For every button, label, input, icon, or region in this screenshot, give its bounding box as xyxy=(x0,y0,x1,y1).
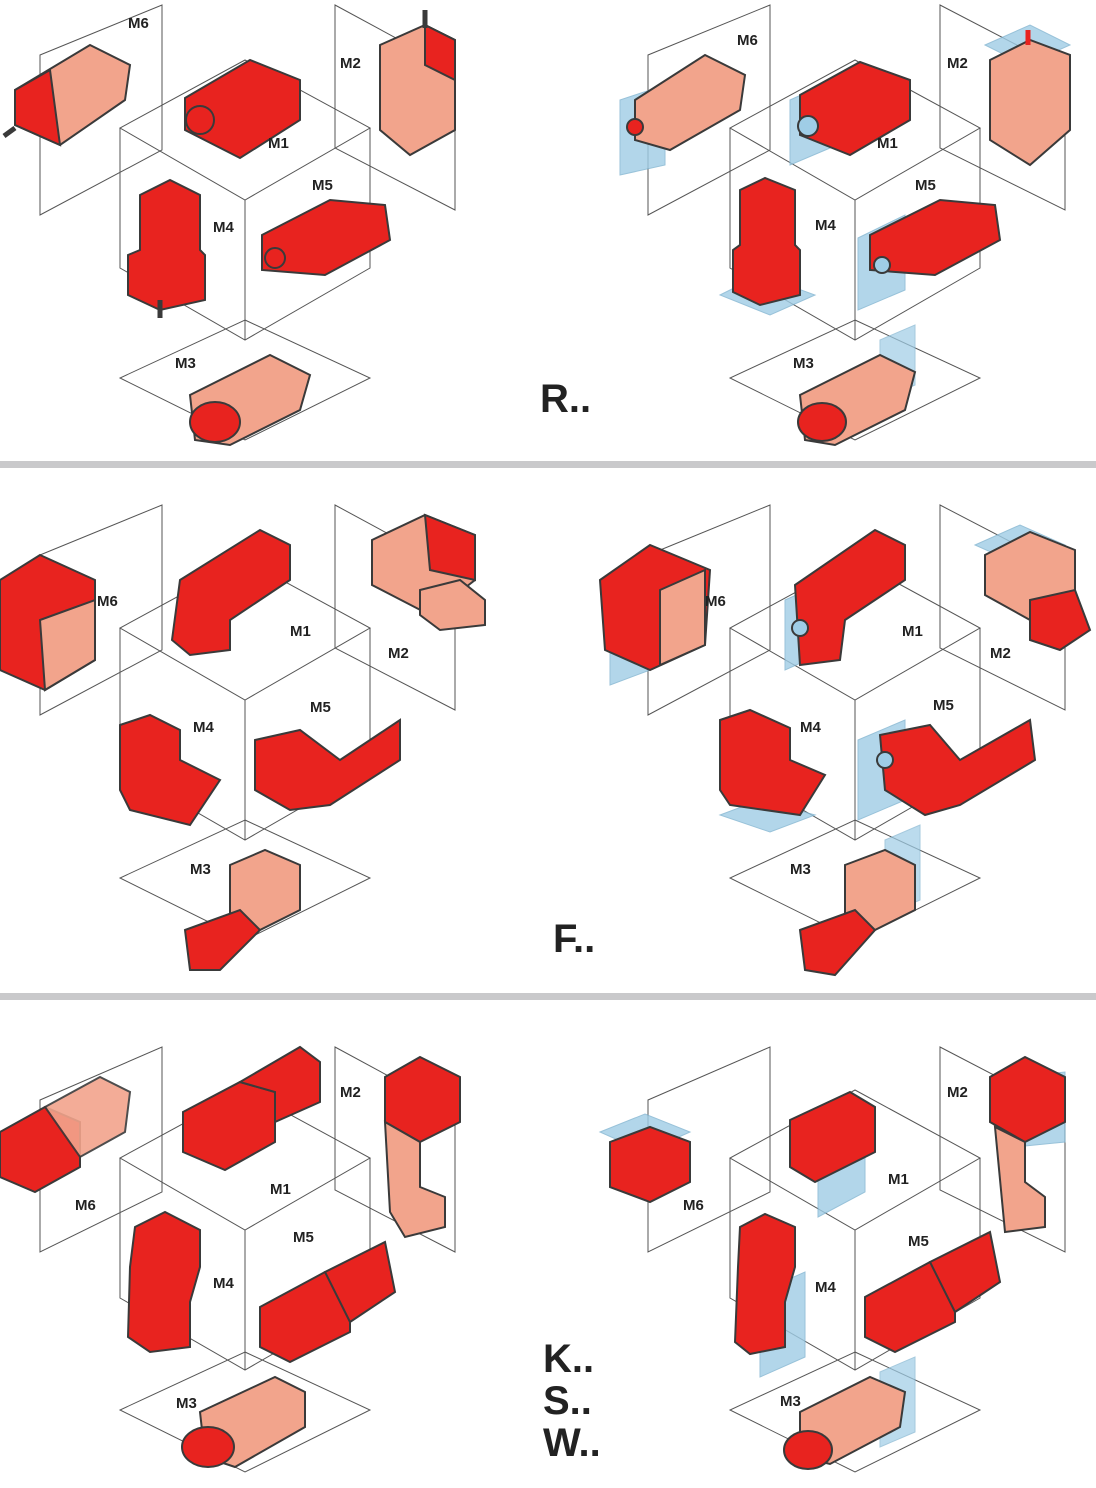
gear-unit-m3 xyxy=(188,353,312,447)
label-m2-left: M2 xyxy=(340,55,361,72)
gear-unit-m1 xyxy=(184,58,301,160)
flange-unit-m4 xyxy=(733,1212,806,1378)
label-m3-left: M3 xyxy=(190,861,211,878)
label-m6-right: M6 xyxy=(737,32,758,49)
flange-unit-m1 xyxy=(789,60,911,166)
label-m5-left: M5 xyxy=(293,1229,314,1246)
flange-unit-m1 xyxy=(784,528,906,671)
gear-unit-m5 xyxy=(259,1240,397,1364)
label-m4-left: M4 xyxy=(213,219,234,236)
f-series-diagram: M6 M1 M2 M5 M4 M3 M6 M1 M2 M5 M4 M3 xyxy=(0,504,1092,977)
label-m1-left: M1 xyxy=(290,623,311,640)
label-m1-right: M1 xyxy=(888,1171,909,1188)
label-m2-left: M2 xyxy=(388,645,409,662)
label-m6-left: M6 xyxy=(97,593,118,610)
flange-unit-m2 xyxy=(983,24,1072,167)
series-code-s: S.. xyxy=(543,1379,592,1423)
label-m1-right: M1 xyxy=(877,135,898,152)
flange-unit-m5 xyxy=(857,198,1002,311)
label-m4-left: M4 xyxy=(193,719,214,736)
label-m6-left: M6 xyxy=(128,15,149,32)
series-label-f: F.. xyxy=(553,918,595,960)
label-m3-right: M3 xyxy=(790,861,811,878)
flange-unit-m3 xyxy=(798,824,921,977)
ksw-series-diagram: M6 M1 M2 M5 M4 M3 M6 M1 M2 M5 M4 M3 xyxy=(0,1045,1066,1473)
flange-unit-m6 xyxy=(598,543,712,686)
label-m3-right: M3 xyxy=(793,355,814,372)
separator-1 xyxy=(0,461,1096,468)
gear-unit-m2 xyxy=(371,513,486,632)
series-code: F.. xyxy=(553,917,596,961)
flange-unit-m6 xyxy=(619,53,747,176)
label-m2-left: M2 xyxy=(340,1084,361,1101)
flange-unit-m4 xyxy=(718,708,827,833)
gear-unit-m6 xyxy=(2,43,132,147)
band-f-series: M6 M1 M2 M5 M4 M3 M6 M1 M2 M5 M4 M3 F.. xyxy=(0,470,1096,990)
flange-unit-m5 xyxy=(857,718,1037,821)
label-m2-right: M2 xyxy=(947,1084,968,1101)
band-r-series: M6 M1 M2 M5 M4 M3 M6 M1 M2 M5 M4 M3 R.. xyxy=(0,0,1096,460)
gear-unit-m6 xyxy=(0,553,96,692)
label-m5-left: M5 xyxy=(310,699,331,716)
flange-unit-m6 xyxy=(598,1113,692,1204)
flange-unit-m2 xyxy=(989,1055,1066,1234)
flange-unit-m1 xyxy=(789,1090,876,1218)
label-m5-left: M5 xyxy=(312,177,333,194)
band-ksw-series: M6 M1 M2 M5 M4 M3 M6 M1 M2 M5 M4 M3 K.. … xyxy=(0,1002,1096,1488)
series-code: R.. xyxy=(540,377,592,421)
label-m6-left: M6 xyxy=(75,1197,96,1214)
label-m5-right: M5 xyxy=(908,1233,929,1250)
flange-unit-m3 xyxy=(797,324,917,447)
label-m1-left: M1 xyxy=(268,135,289,152)
flange-unit-m2 xyxy=(973,524,1092,652)
gear-unit-m4 xyxy=(119,713,222,827)
label-m6-right: M6 xyxy=(705,593,726,610)
gear-unit-m3 xyxy=(183,848,301,971)
label-m2-right: M2 xyxy=(947,55,968,72)
label-m5-right: M5 xyxy=(933,697,954,714)
series-label-ksw: K.. S.. W.. xyxy=(543,1338,601,1464)
gear-unit-m2 xyxy=(379,10,456,157)
label-m6-right: M6 xyxy=(683,1197,704,1214)
gear-unit-m5 xyxy=(254,718,401,812)
gear-unit-m2 xyxy=(383,1055,461,1239)
flange-unit-m4 xyxy=(718,176,817,316)
separator-2 xyxy=(0,993,1096,1000)
r-series-diagram: M6 M1 M2 M5 M4 M3 M6 M1 M2 M5 M4 M3 xyxy=(2,4,1072,447)
label-m4-right: M4 xyxy=(815,217,836,234)
label-m4-right: M4 xyxy=(815,1279,836,1296)
series-code-w: W.. xyxy=(543,1421,601,1465)
label-m1-left: M1 xyxy=(270,1181,291,1198)
gear-unit-m1 xyxy=(182,1045,321,1172)
flange-unit-m3 xyxy=(783,1356,916,1470)
label-m4-right: M4 xyxy=(800,719,821,736)
label-m3-left: M3 xyxy=(176,1395,197,1412)
gear-unit-m6 xyxy=(0,1075,132,1194)
gear-unit-m1 xyxy=(170,528,291,657)
flange-unit-m5 xyxy=(863,1230,1002,1354)
label-m2-right: M2 xyxy=(990,645,1011,662)
gear-unit-m5 xyxy=(261,198,392,277)
label-m4-left: M4 xyxy=(213,1275,234,1292)
label-m1-right: M1 xyxy=(902,623,923,640)
label-m5-right: M5 xyxy=(915,177,936,194)
label-m3-left: M3 xyxy=(175,355,196,372)
label-m3-right: M3 xyxy=(780,1393,801,1410)
gear-unit-m4 xyxy=(127,178,206,318)
gear-unit-m3 xyxy=(181,1375,306,1469)
series-label-r: R.. xyxy=(540,378,591,420)
series-code-k: K.. xyxy=(543,1337,595,1381)
gear-unit-m4 xyxy=(126,1210,201,1354)
